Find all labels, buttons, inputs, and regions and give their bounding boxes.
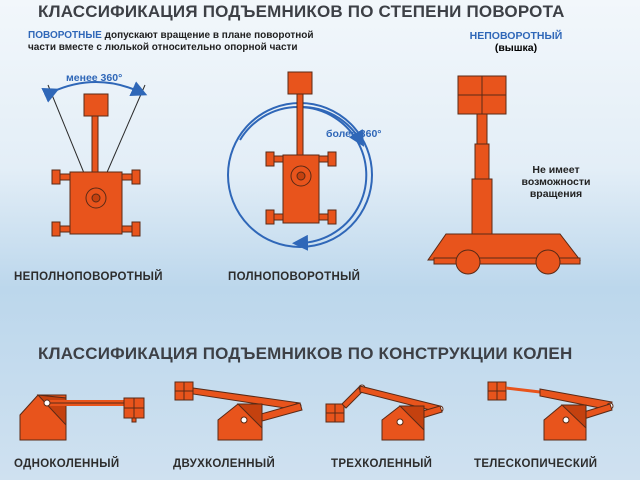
- non-rotating-sub: (вышка): [494, 42, 538, 54]
- label-three-knee: ТРЕХКОЛЕННЫЙ: [331, 458, 433, 470]
- rotating-keyword: ПОВОРОТНЫЕ: [28, 30, 102, 41]
- two-knee-lift: [174, 381, 303, 441]
- rotating-description: ПОВОРОТНЫЕ допускают вращение в плане по…: [28, 30, 314, 54]
- label-partial-rotation: НЕПОЛНОПОВОРОТНЫЙ: [14, 271, 163, 283]
- partial-cradle: [83, 93, 109, 117]
- three-knee-lift: [325, 384, 444, 441]
- tower-mast-top: [476, 113, 488, 145]
- tower-wheel-right: [535, 249, 561, 275]
- one-knee-lift: [19, 394, 145, 441]
- partial-rotation-lift: [41, 81, 148, 237]
- tower-wheel-left: [455, 249, 481, 275]
- rotating-desc-line2: части вместе с люлькой относительно опор…: [28, 42, 298, 53]
- title-construction: КЛАССИФИКАЦИЯ ПОДЪЕМНИКОВ ПО КОНСТРУКЦИИ…: [38, 344, 573, 363]
- label-two-knee: ДВУХКОЛЕННЫЙ: [173, 458, 276, 470]
- full-rotation-lift: [227, 71, 373, 251]
- label-telescopic: ТЕЛЕСКОПИЧЕСКИЙ: [474, 458, 598, 470]
- full-cradle: [287, 71, 313, 95]
- non-rotating-note: Не имеет возможности вращения: [506, 164, 606, 200]
- rotating-desc-line1: допускают вращение в плане поворотной: [104, 30, 314, 41]
- angle-less-label: менее 360°: [66, 72, 123, 84]
- non-rotating-header: НЕПОВОРОТНЫЙ (вышка): [456, 30, 576, 54]
- telescopic-lift: [487, 381, 614, 441]
- non-rotating-keyword: НЕПОВОРОТНЫЙ: [469, 30, 563, 42]
- note-line-2: возможности: [521, 176, 591, 188]
- label-one-knee: ОДНОКОЛЕННЫЙ: [14, 458, 120, 470]
- note-line-3: вращения: [529, 188, 583, 200]
- label-full-rotation: ПОЛНОПОВОРОТНЫЙ: [228, 271, 361, 283]
- full-base: [282, 154, 320, 224]
- non-rotating-tower: [427, 75, 582, 275]
- title-rotation: КЛАССИФИКАЦИЯ ПОДЪЕМНИКОВ ПО СТЕПЕНИ ПОВ…: [38, 2, 565, 21]
- note-line-1: Не имеет: [532, 164, 580, 176]
